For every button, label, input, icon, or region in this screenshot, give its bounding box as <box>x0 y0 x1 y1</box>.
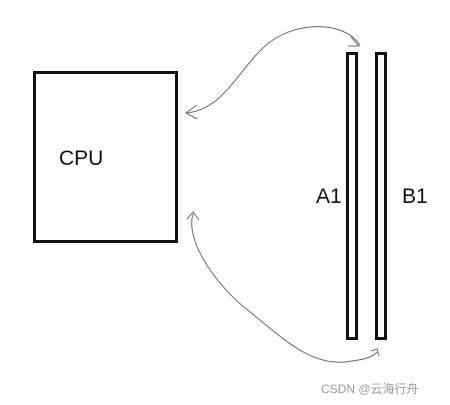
arrowhead-cpu-bottom <box>186 211 200 221</box>
arrowhead-cpu-top <box>185 104 198 120</box>
arrowhead-a1-top <box>348 36 361 47</box>
arrowhead-b1-bottom <box>370 348 380 357</box>
buffer-b1-bar <box>375 52 387 340</box>
cpu-label: CPU <box>59 147 104 170</box>
buffer-b1-label: B1 <box>402 185 428 208</box>
buffer-a1-label: A1 <box>316 185 342 208</box>
arrow-a1-to-cpu <box>185 26 361 114</box>
buffer-a1-bar <box>346 52 358 340</box>
arrow-cpu-to-b1 <box>191 213 378 363</box>
cpu-block <box>33 71 178 243</box>
watermark-text: CSDN @云海行舟 <box>321 382 419 396</box>
